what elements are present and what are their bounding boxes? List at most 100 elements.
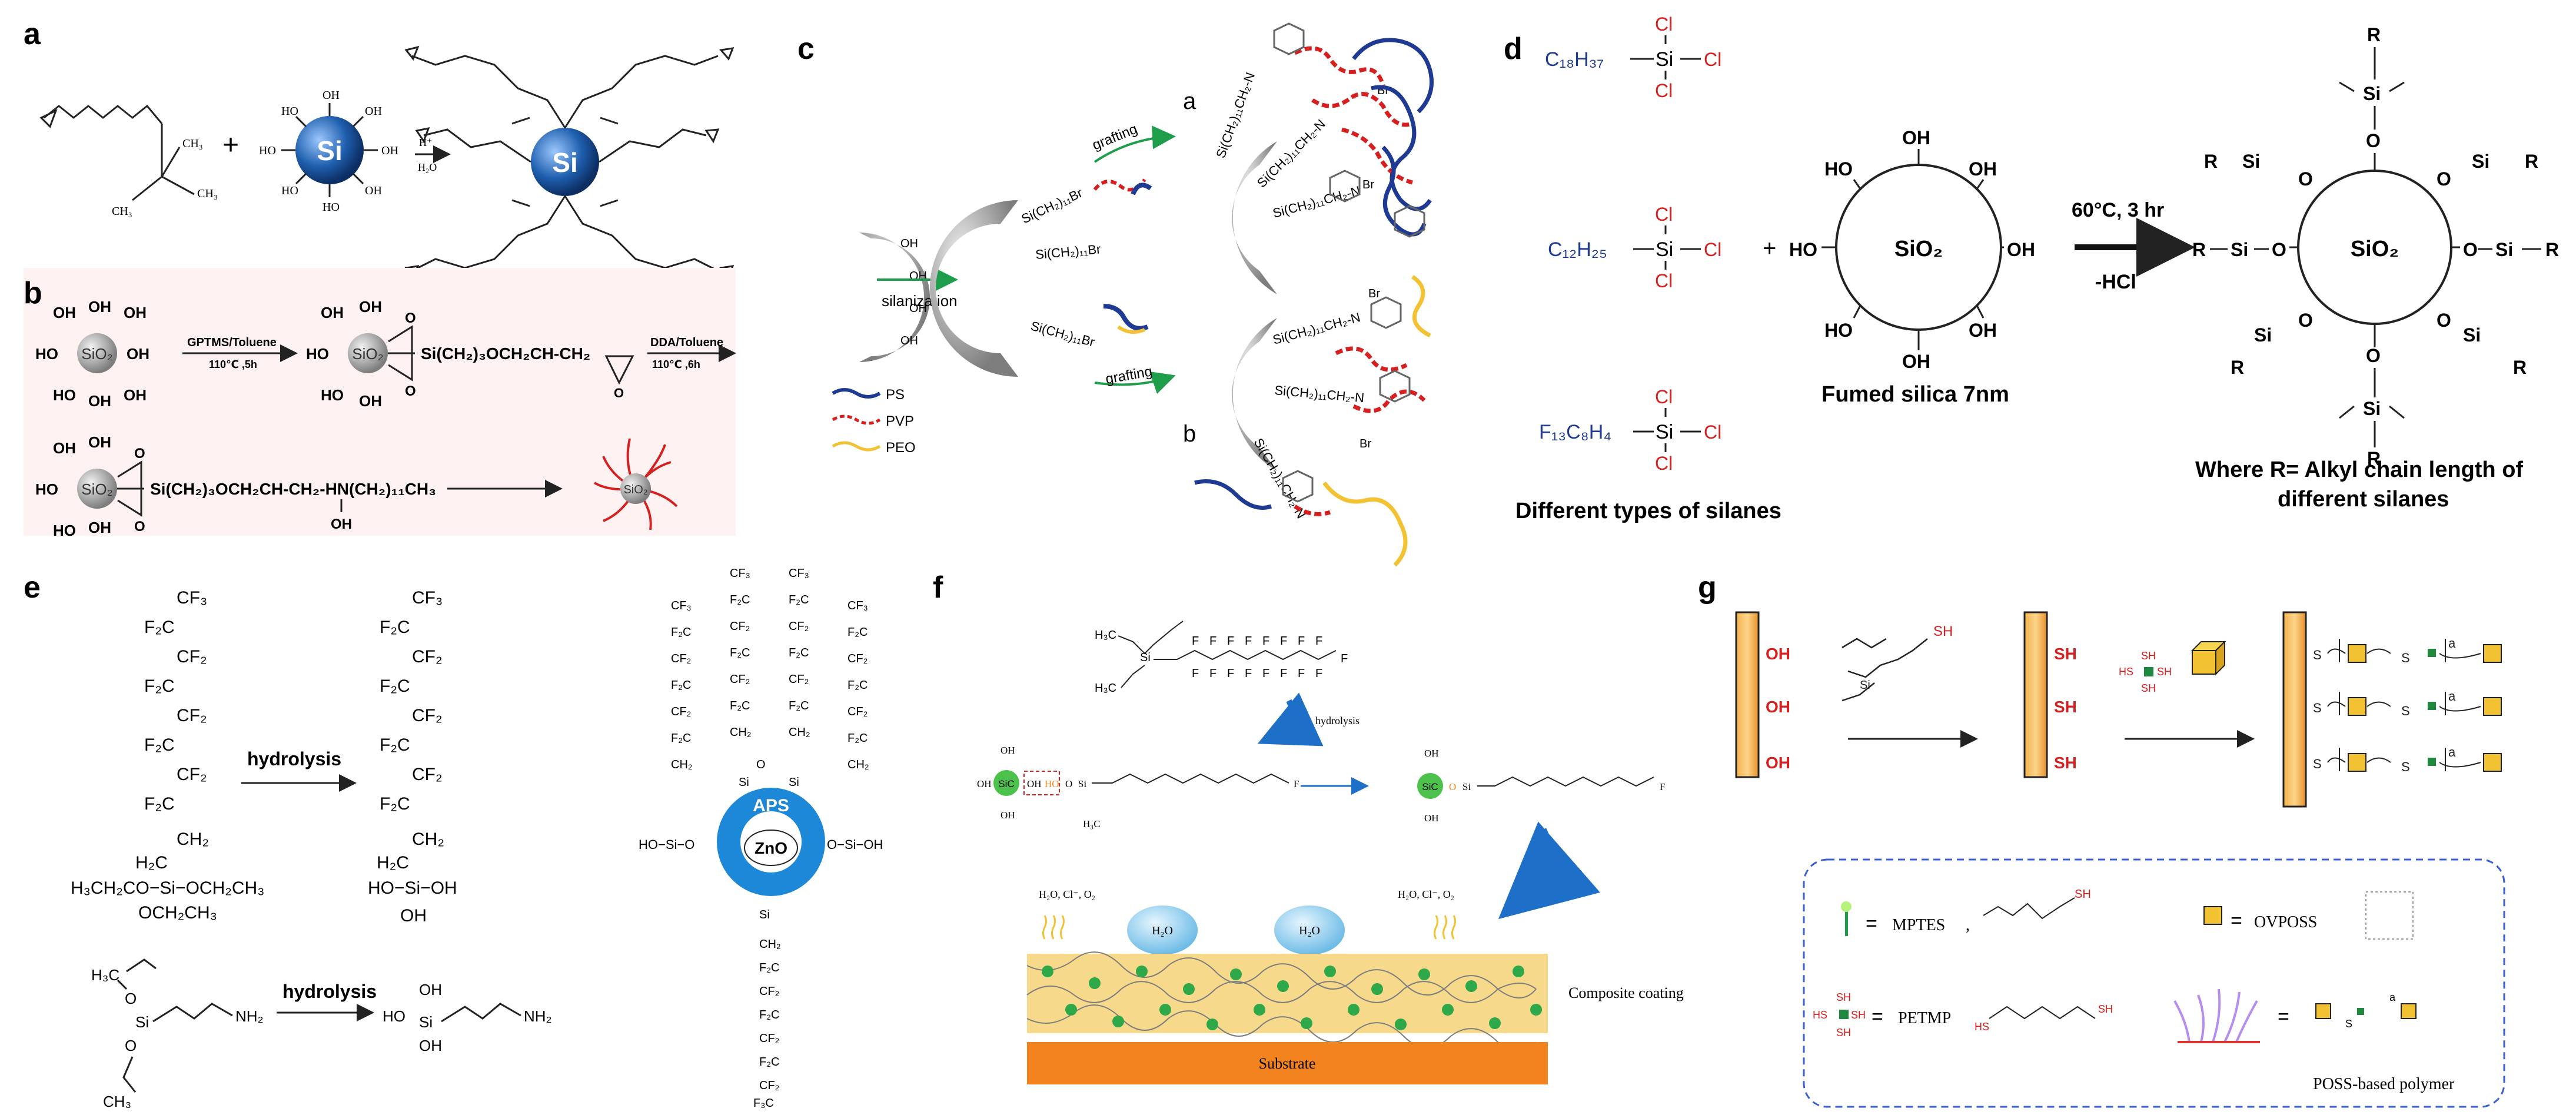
svg-text:F: F	[1280, 667, 1287, 680]
svg-text:H₂O: H₂O	[1152, 924, 1173, 937]
svg-text:CH₂: CH₂	[759, 938, 781, 951]
svg-text:OH: OH	[88, 519, 111, 536]
sic-right: SiC OH OH O Si F	[1417, 748, 1665, 824]
svg-text:OH: OH	[2007, 239, 2035, 260]
svg-text:OH: OH	[1027, 778, 1042, 789]
silanized-silica: SiO₂ O O O O O O O O Si Si Si Si Si Si S…	[2192, 24, 2559, 469]
svg-text:S: S	[2401, 704, 2410, 718]
svg-text:O: O	[756, 758, 766, 771]
svg-text:S: S	[2313, 757, 2322, 771]
svg-text:Si: Si	[2463, 324, 2481, 346]
svg-text:O: O	[134, 446, 145, 462]
panel-f-letter: f	[933, 570, 943, 605]
svg-text:a: a	[2389, 991, 2396, 1003]
fluorosilane: CF₃ F₂C CF₂ F₂C CF₂ F₂C CF₂ F₂C CH₂ H₂C …	[71, 588, 264, 923]
svg-text:OH: OH	[53, 304, 76, 321]
svg-text:Si: Si	[1140, 651, 1151, 664]
svg-text:OH: OH	[1424, 812, 1439, 824]
svg-text:OVPOSS: OVPOSS	[2254, 913, 2317, 931]
silica-particle-b3: SiO₂ OH OH HO HO OH O O Si(CH₂)₃OCH₂CH-C…	[35, 433, 436, 539]
svg-text:OH: OH	[900, 334, 918, 347]
svg-text:S: S	[2313, 648, 2322, 662]
svg-text:Si: Si	[1656, 421, 1673, 443]
panel-d: d C₁₈H₃₇ Si Cl Cl Cl C₁₂H₂₅ Si Cl Cl Cl …	[1504, 14, 2559, 523]
svg-text:F₁₃C₈H₄: F₁₃C₈H₄	[1539, 421, 1611, 443]
svg-text:F: F	[1245, 635, 1252, 648]
svg-text:HO: HO	[53, 522, 76, 539]
svg-text:O−Si−OH: O−Si−OH	[827, 837, 883, 852]
svg-text:OH: OH	[1766, 754, 1790, 772]
subpanel-b-label: b	[1183, 421, 1196, 447]
svg-text:F: F	[1227, 667, 1234, 680]
svg-text:Si: Si	[1656, 238, 1673, 261]
svg-text:F: F	[1298, 667, 1305, 680]
polymer-legend: PS PVP PEO	[832, 387, 916, 456]
svg-text:CF₂: CF₂	[177, 647, 207, 666]
ch3-label: CH₃	[197, 187, 218, 200]
precursor-chain	[44, 104, 163, 124]
svg-text:OH: OH	[1902, 351, 1930, 372]
grafting-arrow-a	[1093, 125, 1176, 163]
svg-text:HO: HO	[306, 345, 329, 363]
substrate-label: Substrate	[1259, 1055, 1316, 1072]
where-r-caption-2: different silanes	[2278, 487, 2449, 512]
svg-text:a: a	[2448, 745, 2456, 759]
svg-text:PETMP: PETMP	[1898, 1009, 1951, 1027]
substrate-strip-1	[1735, 611, 1760, 778]
svg-text:OH: OH	[124, 386, 147, 404]
svg-text:CF₂: CF₂	[847, 652, 867, 665]
svg-text:Si: Si	[1860, 679, 1870, 692]
svg-text:OH: OH	[1001, 810, 1015, 821]
svg-text:F: F	[1298, 635, 1305, 648]
svg-text:C₁₈H₃₇: C₁₈H₃₇	[1545, 48, 1604, 71]
subpanel-a-label: a	[1183, 88, 1196, 114]
hydrolyzed-fluorosilane: CF₃ F₂C CF₂ F₂C CF₂ F₂C CF₂ F₂C CH₂ H₂C …	[368, 588, 457, 925]
svg-text:HO: HO	[383, 1007, 405, 1025]
gptms-chain-label: Si(CH₂)₃OCH₂CH-CH₂	[421, 344, 590, 363]
svg-text:Cl: Cl	[1704, 422, 1721, 443]
svg-text:HO: HO	[53, 386, 76, 404]
svg-text:CF₂: CF₂	[412, 647, 443, 666]
svg-text:SH: SH	[1933, 623, 1953, 639]
svg-text:F₂C: F₂C	[847, 679, 867, 692]
svg-text:F: F	[1245, 667, 1252, 680]
svg-text:OH: OH	[88, 433, 111, 451]
svg-text:Si: Si	[552, 147, 577, 178]
svg-text:R: R	[2513, 357, 2527, 378]
svg-text:SiC: SiC	[1422, 781, 1438, 792]
svg-text:O: O	[614, 386, 624, 400]
ch3-label: CH₃	[112, 205, 132, 218]
svg-text:PEO: PEO	[886, 440, 916, 456]
legend-box-g	[1803, 858, 2505, 1108]
svg-text:F₂C: F₂C	[789, 699, 809, 712]
svg-text:HO: HO	[323, 201, 340, 214]
svg-text:=: =	[1866, 913, 1877, 935]
svg-text:OCH₂CH₃: OCH₂CH₃	[138, 903, 217, 923]
svg-text:F₂C: F₂C	[789, 646, 809, 659]
svg-text:OH: OH	[127, 345, 149, 363]
svg-text:Si: Si	[1078, 778, 1086, 789]
svg-text:O: O	[2437, 310, 2451, 331]
svg-text:HO: HO	[35, 345, 58, 363]
svg-text:SH: SH	[2054, 645, 2077, 663]
svg-text:OH: OH	[88, 298, 111, 316]
svg-text:CF₂: CF₂	[412, 706, 443, 725]
svg-text:F₂C: F₂C	[847, 732, 867, 745]
svg-text:=: =	[2278, 1006, 2289, 1028]
svg-text:Si: Si	[419, 1013, 433, 1031]
svg-text:CF₂: CF₂	[759, 985, 779, 998]
svg-text:O: O	[125, 1037, 137, 1054]
svg-text:SiO₂: SiO₂	[1894, 237, 1943, 261]
svg-text:CH₂: CH₂	[412, 830, 444, 849]
svg-text:F₂C: F₂C	[759, 961, 779, 974]
svg-text:Si: Si	[2472, 151, 2489, 172]
grafted-particle-b	[1232, 318, 1277, 471]
svg-text:PS: PS	[886, 387, 905, 403]
svg-text:,: ,	[1966, 916, 1970, 934]
svg-text:HO: HO	[1045, 778, 1059, 789]
poss-polymer-rows: S S S a a a S S S	[2313, 636, 2502, 774]
svg-text:SiC: SiC	[998, 778, 1014, 789]
